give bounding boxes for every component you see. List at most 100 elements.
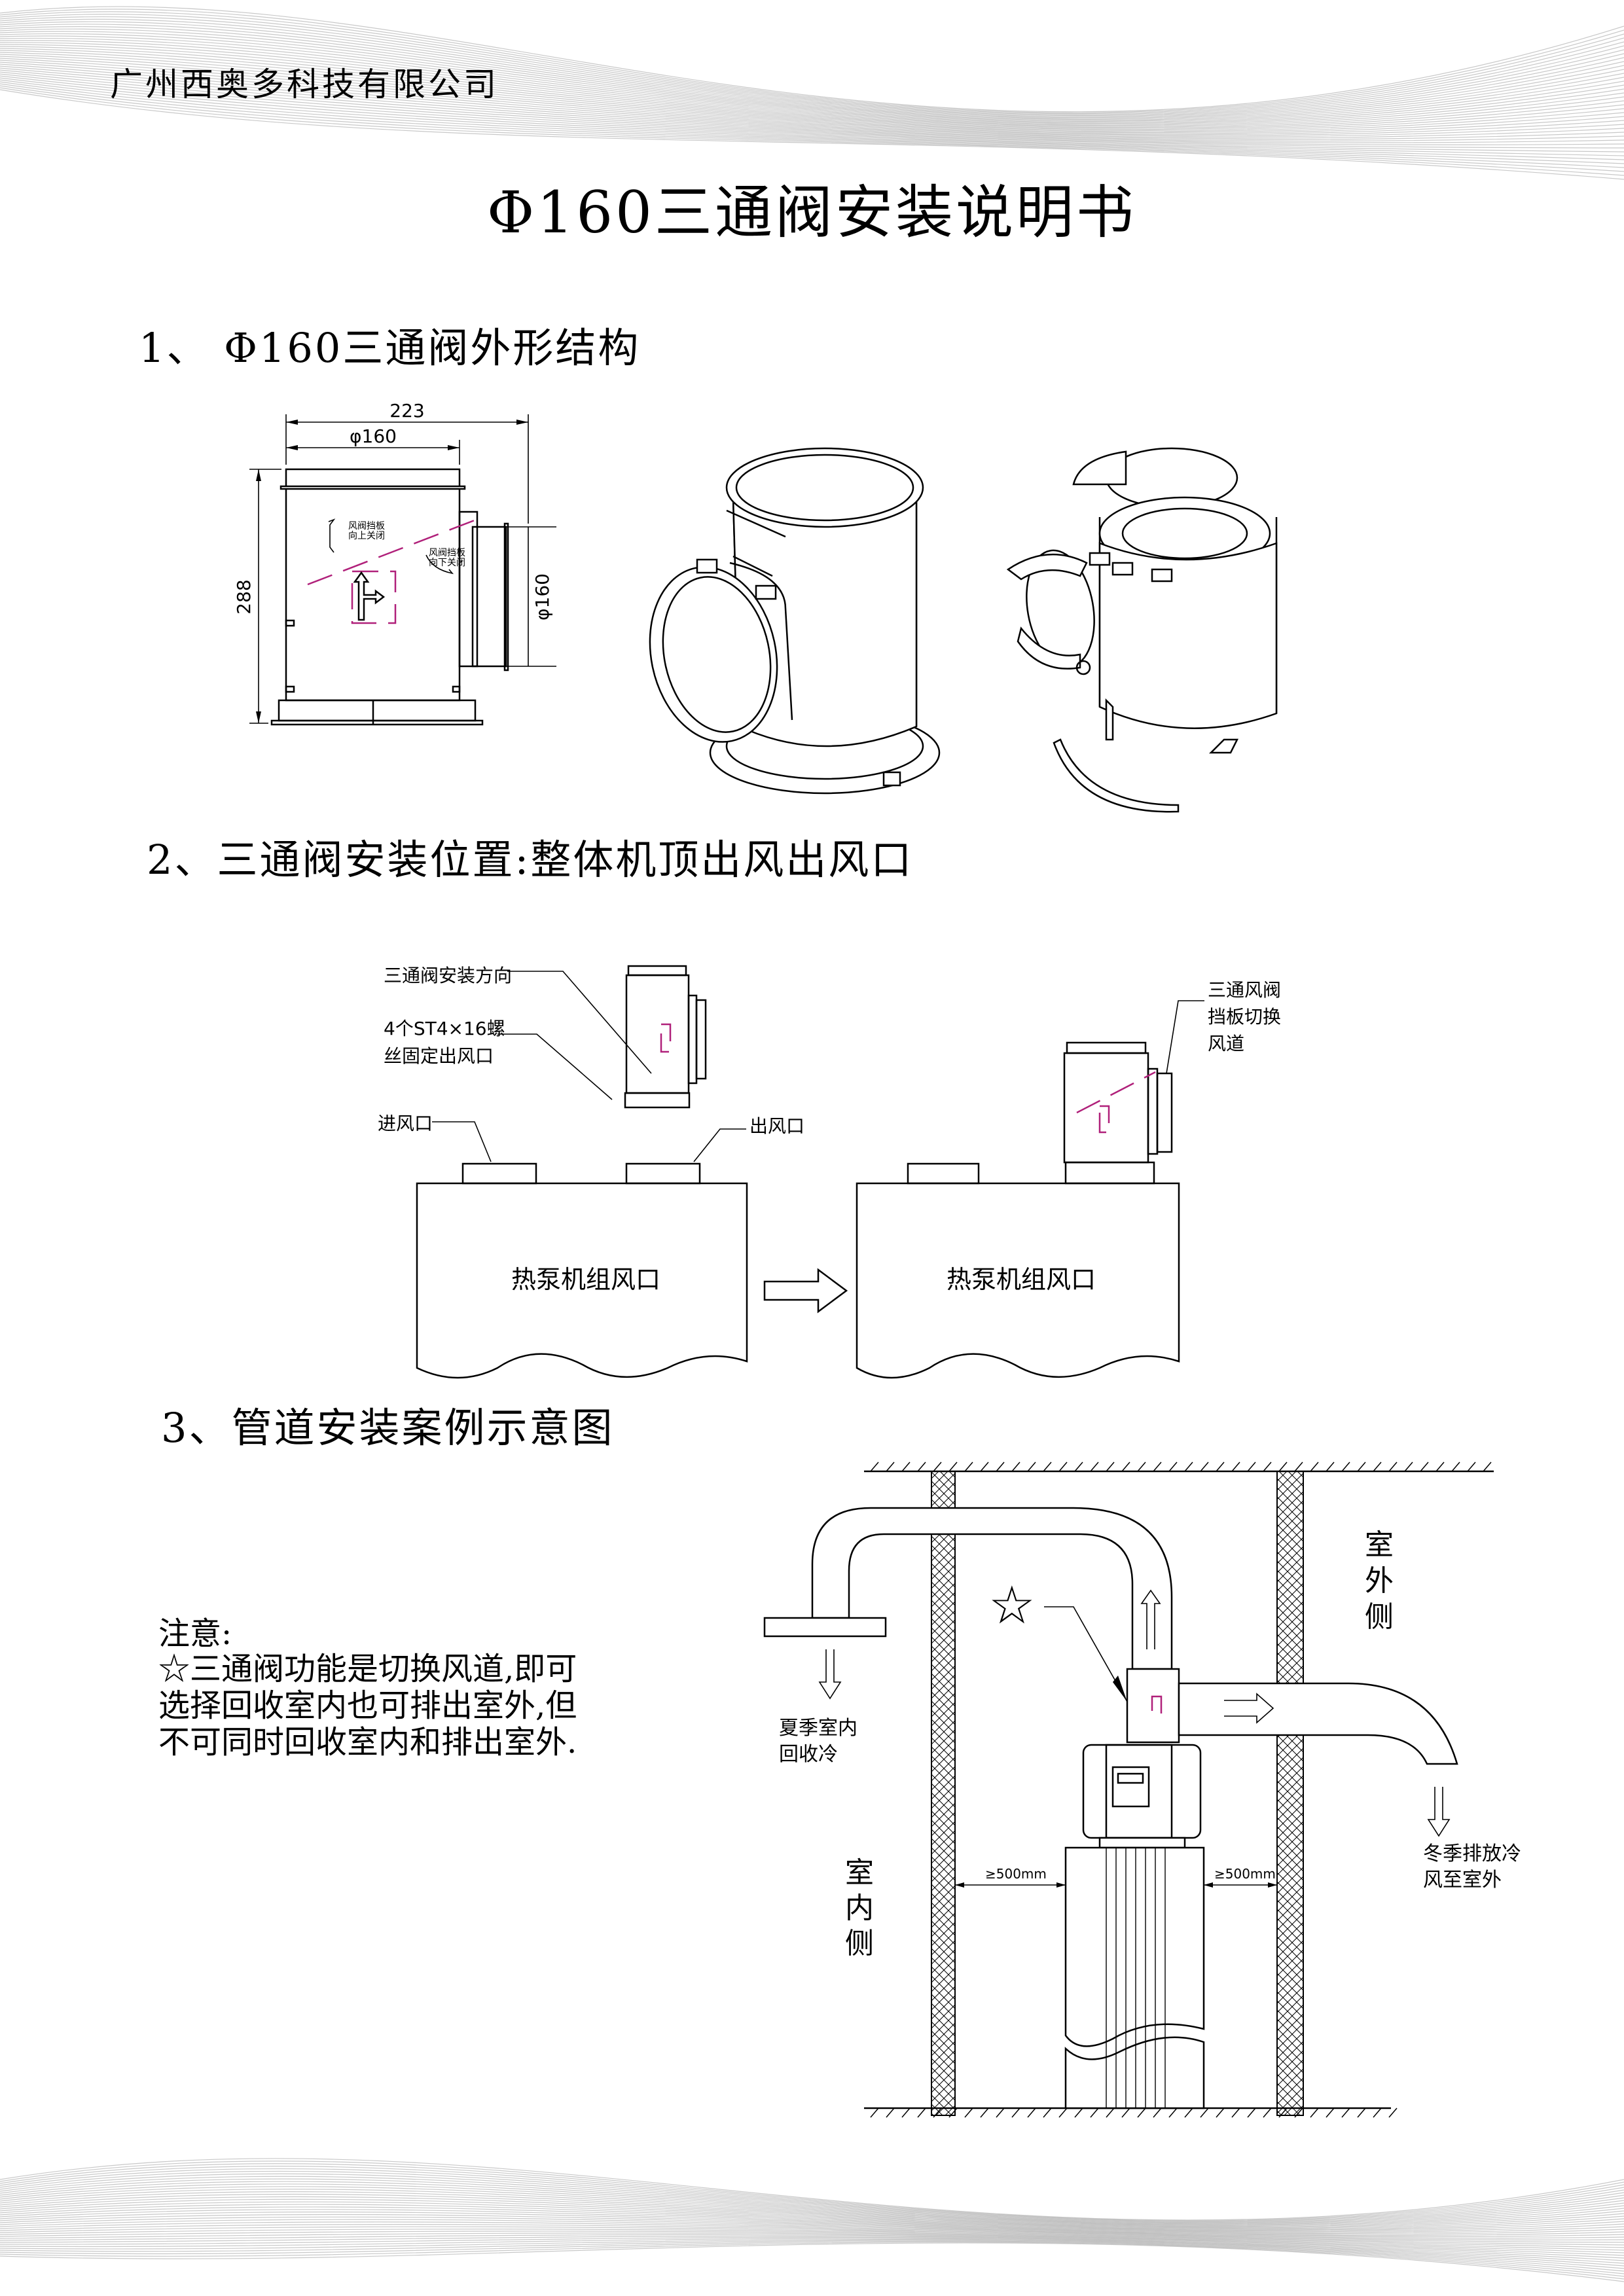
wave-line (0, 2223, 1624, 2248)
wave-line (0, 2191, 1624, 2230)
label-switch-3: 风道 (1208, 1033, 1244, 1054)
wave-line (0, 56, 1624, 134)
wave-line (0, 2158, 1624, 2221)
wave-line (0, 2236, 1624, 2267)
wave-line (0, 87, 1624, 176)
wave-line (0, 2183, 1624, 2228)
note-block: 注意: ☆三通阀功能是切换风道,即可 选择回收室内也可排出室外,但 不可同时回收… (158, 1615, 577, 1761)
wave-line (0, 2212, 1624, 2238)
winter-label-2: 风至室外 (1423, 1869, 1502, 1892)
wave-line (0, 85, 1624, 172)
wave-line (0, 2233, 1624, 2259)
valve-isometric-view (649, 447, 941, 795)
wave-line (0, 2189, 1624, 2229)
valve-front-view: 223 φ160 288 φ160 风阀挡板 向上关闭 (233, 400, 556, 726)
label-inlet: 进风口 (378, 1113, 433, 1134)
wave-line (0, 71, 1624, 145)
wave-line (0, 77, 1624, 156)
section-2-heading: 2、三通阀安装位置:整体机顶出风出风口 (147, 836, 913, 884)
summer-label-1: 夏季室内 (779, 1717, 857, 1740)
wave-line (0, 62, 1624, 138)
wave-line (0, 35, 1624, 124)
label-damper-up-2: 向上关闭 (348, 531, 385, 541)
wave-line (0, 26, 1624, 120)
wave-line (0, 2166, 1624, 2223)
wave-line (0, 31, 1624, 122)
company-name: 广州西奥多科技有限公司 (110, 65, 499, 103)
clearance-left-label: ≥500mm (985, 1866, 1047, 1882)
star-marker-icon: ☆ (988, 1575, 1036, 1636)
wave-line (0, 2168, 1624, 2223)
unit-label-left: 热泵机组风口 (511, 1265, 660, 1294)
label-outlet: 出风口 (749, 1115, 804, 1137)
wave-line (0, 18, 1624, 117)
label-install-direction: 三通阀安装方向 (384, 965, 512, 986)
wave-line (0, 2209, 1624, 2236)
wave-line (0, 40, 1624, 126)
wave-line (0, 2206, 1624, 2235)
wave-line (0, 46, 1624, 129)
wave-line (0, 2240, 1624, 2277)
decorative-wave-bottom (0, 2158, 1624, 2282)
wave-line (0, 2193, 1624, 2231)
note-line-3: 不可同时回收室内和排出室外. (158, 1724, 577, 1761)
installation-position-diagram: 三通阀安装方向 4个ST4×16螺 丝固定出风口 进风口 出风口 三通风阀 挡板… (378, 965, 1281, 1379)
wave-line (0, 54, 1624, 134)
label-screws-2: 丝固定出风口 (384, 1045, 494, 1067)
wave-line (0, 2238, 1624, 2269)
wave-line (0, 2231, 1624, 2256)
wave-line (0, 69, 1624, 143)
label-switch-1: 三通风阀 (1208, 979, 1281, 1001)
wave-line (0, 2198, 1624, 2233)
section-1-heading: 1、 Φ160三通阀外形结构 (139, 324, 640, 372)
wave-line (0, 2219, 1624, 2243)
wave-line (0, 65, 1624, 140)
decorative-wave-top (0, 6, 1624, 180)
wave-line (0, 37, 1624, 125)
summer-label-2: 回收冷 (779, 1743, 838, 1766)
wave-line (0, 2221, 1624, 2246)
wave-line (0, 73, 1624, 149)
wave-line (0, 2235, 1624, 2264)
wave-line (0, 63, 1624, 139)
wave-line (0, 2181, 1624, 2227)
wave-line (0, 2201, 1624, 2233)
wave-line (0, 11, 1624, 115)
outdoor-side-label-1: 室 (1365, 1528, 1394, 1562)
label-damper-down-1: 风阀挡板 (429, 548, 465, 558)
wave-line (0, 2238, 1624, 2272)
wave-line (0, 9, 1624, 113)
indoor-side-label-2: 内 (845, 1892, 874, 1925)
wave-line (0, 89, 1624, 180)
indoor-side-label-1: 室 (845, 1856, 874, 1890)
wave-line (0, 33, 1624, 123)
wave-line (0, 2229, 1624, 2253)
note-line-2: 选择回收室内也可排出室外,但 (158, 1687, 577, 1724)
wave-line (0, 79, 1624, 160)
wave-line (0, 60, 1624, 137)
wave-line (0, 21, 1624, 118)
wave-line (0, 48, 1624, 130)
wave-line (0, 2242, 1624, 2282)
wave-line (0, 6, 1624, 113)
dim-width-label: 223 (389, 400, 424, 422)
wave-line (0, 67, 1624, 142)
outdoor-side-label-3: 侧 (1365, 1600, 1394, 1634)
wave-line (0, 24, 1624, 119)
dim-phi-side-label: φ160 (532, 573, 553, 620)
wave-line (0, 50, 1624, 131)
wave-line (0, 16, 1624, 117)
wave-line (0, 52, 1624, 132)
wave-line (0, 2226, 1624, 2251)
page-title: Φ160三通阀安装说明书 (487, 179, 1136, 246)
wave-line (0, 2216, 1624, 2240)
clearance-right-label: ≥500mm (1214, 1866, 1276, 1882)
wave-line (0, 2214, 1624, 2239)
valve-exploded-view (1006, 447, 1278, 813)
label-damper-down-2: 向下关闭 (429, 558, 465, 568)
winter-label-1: 冬季排放冷 (1423, 1842, 1521, 1865)
wave-line (0, 2163, 1624, 2222)
label-switch-2: 挡板切换 (1208, 1006, 1281, 1028)
wave-line (0, 2173, 1624, 2225)
